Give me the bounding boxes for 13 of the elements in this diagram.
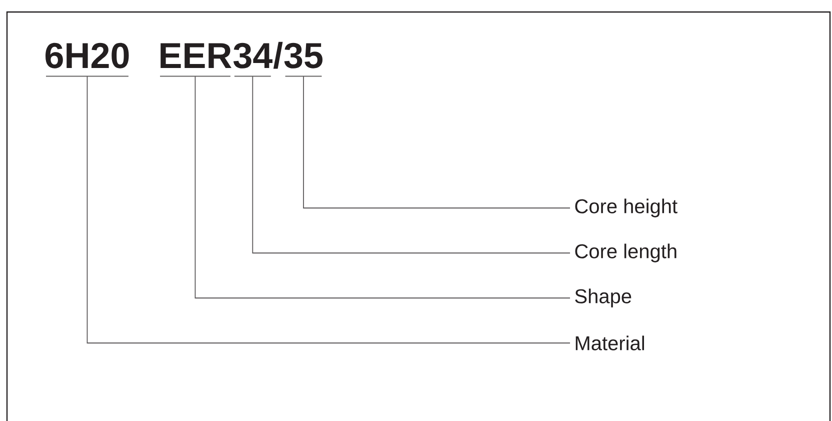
leader-line [303, 76, 570, 208]
underlined-code: 6H20 [46, 42, 129, 77]
code-separator: / [273, 42, 283, 69]
underlined-code: EER [160, 43, 232, 77]
leader-line [252, 76, 570, 254]
leader-line [86, 76, 570, 344]
label-text: Core height [575, 198, 678, 218]
label-text: Material [576, 336, 644, 350]
label-text: Core length [575, 244, 676, 262]
underlined-code: 34 [233, 42, 272, 77]
underlined-code: 35 [284, 42, 322, 77]
leader-line [194, 76, 570, 298]
label-text: Shape [575, 288, 632, 308]
